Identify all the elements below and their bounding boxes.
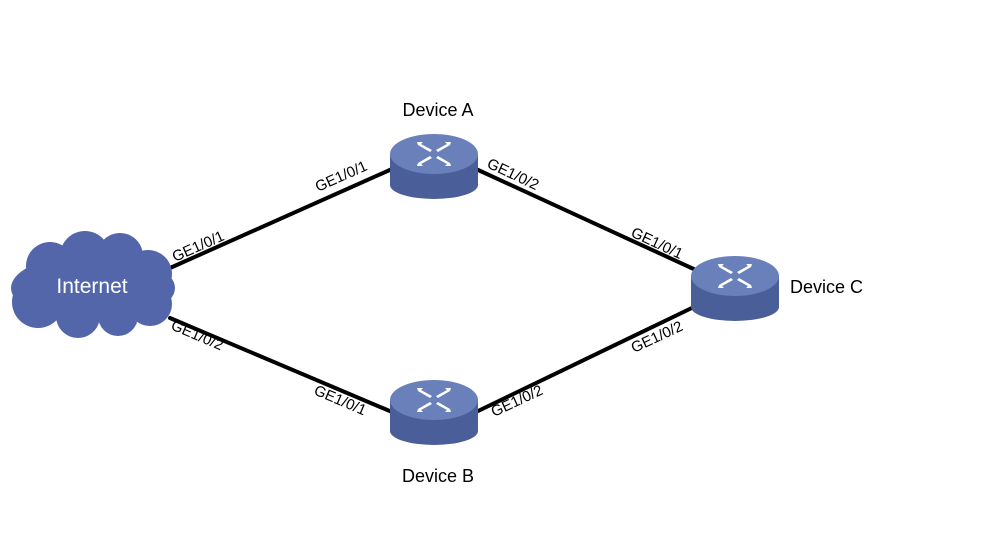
port-label-internet-a: GE1/0/1: [170, 228, 227, 266]
port-label-device-c-a: GE1/0/1: [628, 224, 685, 263]
switch-icon: [390, 134, 478, 199]
internet-label: Internet: [56, 275, 127, 298]
device-a-label: Device A: [402, 100, 473, 120]
device-a-node[interactable]: Device A: [390, 100, 478, 199]
switch-icon: [390, 380, 478, 445]
switch-icon: [691, 256, 779, 321]
device-b-node[interactable]: Device B: [390, 380, 478, 486]
port-label-internet-b: GE1/0/2: [168, 317, 225, 354]
links: [168, 167, 700, 414]
cloud-icon: [11, 231, 175, 338]
link-internet-device-a[interactable]: [168, 167, 394, 270]
internet-node[interactable]: Internet: [11, 231, 175, 338]
device-c-label: Device C: [790, 277, 863, 297]
link-device-a-device-c[interactable]: [474, 167, 700, 273]
device-c-node[interactable]: Device C: [691, 256, 863, 321]
port-label-device-b-internet: GE1/0/1: [311, 382, 368, 419]
port-label-device-b-c: GE1/0/2: [489, 382, 546, 421]
link-internet-device-b[interactable]: [168, 316, 394, 414]
link-device-b-device-c[interactable]: [474, 303, 700, 414]
device-b-label: Device B: [402, 466, 474, 486]
